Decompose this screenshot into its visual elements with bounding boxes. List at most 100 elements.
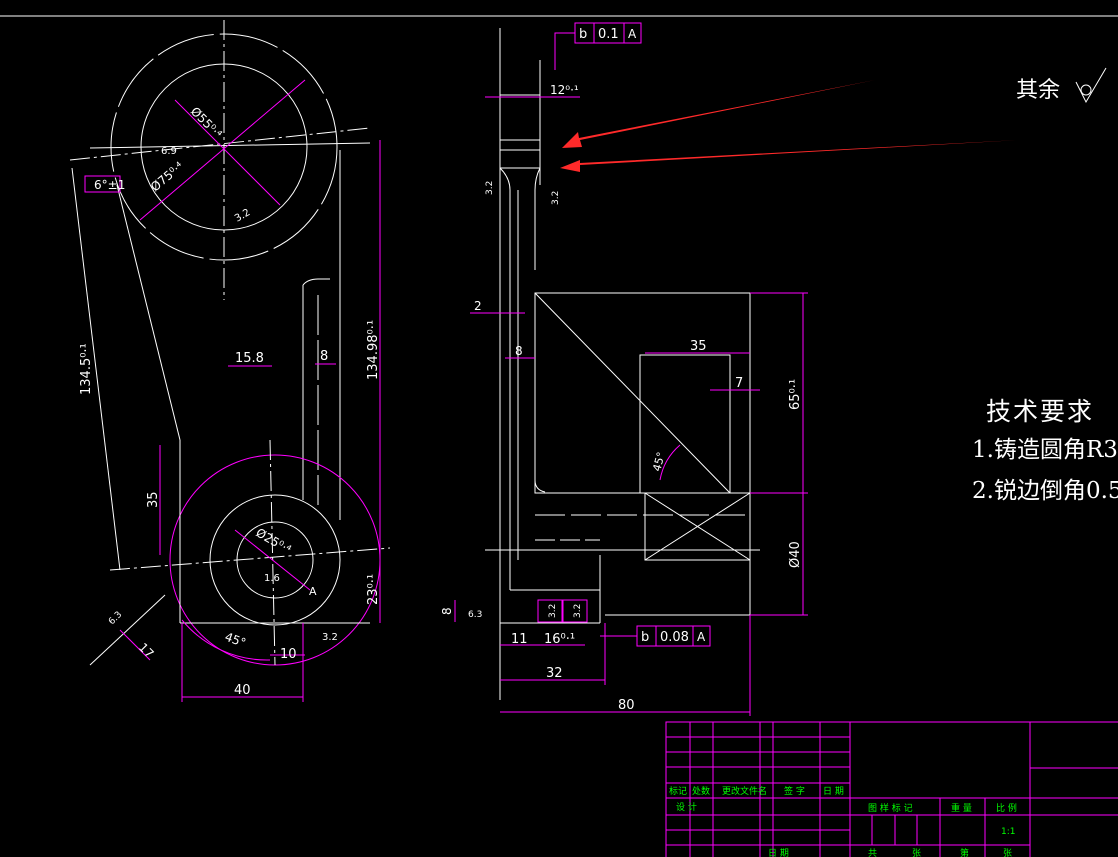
roughness-circle	[1080, 84, 1092, 96]
lbl-17: 17	[136, 640, 157, 661]
side-fillet	[534, 479, 546, 493]
tb-header-count: 处数	[692, 785, 710, 797]
tb-header-sign: 签 字	[784, 785, 805, 797]
lbl-134-98: 134.98⁰·¹	[366, 320, 381, 380]
lbl-65: 65⁰·¹	[788, 379, 803, 410]
side-neck	[499, 167, 541, 191]
tb-header-file: 更改文件名	[722, 785, 767, 797]
rest-roughness-symbol	[1075, 67, 1107, 104]
lbl-15-8: 15.8	[235, 351, 264, 366]
lbl-d75: Ø75⁰·⁴	[148, 159, 186, 194]
side-main-block	[534, 292, 751, 494]
arm-left-edge	[116, 184, 181, 441]
tb-total: 共	[868, 848, 877, 857]
lbl-datum-a: A	[309, 585, 317, 598]
lbl-16: 16⁰·¹	[544, 632, 575, 647]
tb-header-date: 日 期	[823, 786, 844, 797]
fcf-top-tolerance: 0.1	[598, 27, 619, 42]
tb-header-mark: 标记	[669, 785, 687, 797]
lbl-23: 23⁰·¹	[366, 574, 381, 605]
dim-line-17	[119, 629, 151, 661]
bottom-center-line-v	[269, 439, 276, 666]
lbl-11: 11	[511, 632, 528, 647]
lbl-d25: Ø25⁰·⁴	[254, 525, 294, 556]
lbl-45: 45°	[223, 630, 248, 650]
top-center-line-h2	[89, 142, 371, 149]
lbl-10: 10	[280, 647, 297, 662]
lbl-35: 35	[146, 491, 161, 508]
tb-weight: 重 量	[951, 802, 972, 814]
lbl-rough-top: 3.2	[233, 207, 252, 224]
dim-line-d55	[174, 99, 281, 206]
lbl-rough-left: 3.2	[485, 181, 495, 195]
tb-sheet-suffix: 张	[1003, 848, 1012, 857]
lbl-rough-6-3-side: 6.3	[468, 610, 482, 620]
lbl-7: 7	[735, 376, 743, 391]
lbl-12: 12⁰·¹	[550, 83, 579, 97]
title-block	[665, 721, 1118, 857]
tech-requirements-title: 技术要求	[986, 397, 1095, 426]
cross-2	[644, 492, 751, 561]
title-block-text: 标记 处数 更改文件名 签 字 日 期 设 计 图 样 标 记 重 量 比 例 …	[669, 785, 1017, 857]
tech-requirement-item-1: 1.铸造圆角R3~5	[972, 437, 1118, 463]
tb-sheet-no: 第	[960, 847, 969, 857]
lbl-2: 2	[474, 299, 482, 313]
side-top-boss	[499, 139, 541, 169]
side-view-text: b 0.1 A 12⁰·¹ 3.2 3.2 2 8 35 7 65⁰·¹ 45°…	[440, 27, 803, 713]
dim-arc-45	[181, 619, 271, 661]
side-view	[485, 28, 760, 700]
lbl-rough-a: 3.2	[548, 604, 558, 618]
rough-box-a	[537, 599, 563, 623]
dim-line-d25	[234, 529, 311, 591]
lbl-80: 80	[618, 698, 635, 713]
fcf-top-datum: A	[628, 27, 637, 41]
bottom-boss-outer-circle	[169, 454, 381, 666]
lbl-d55: Ø55⁰·⁴	[188, 104, 225, 141]
tech-requirement-item-2: 2.锐边倒角0.5x	[972, 478, 1118, 504]
dim-arc-45-side	[659, 444, 681, 481]
red-annotation-arrows	[560, 80, 1020, 172]
top-center-line-h	[69, 127, 371, 161]
fcf-top-leader	[554, 32, 575, 70]
box-6-deg	[84, 175, 121, 193]
side-view-dimensions	[454, 22, 808, 716]
lbl-40: 40	[234, 683, 251, 698]
arm-length-dim-line	[71, 167, 121, 571]
tb-scale-value: 1:1	[1001, 827, 1015, 837]
fcf-bottom-tolerance: 0.08	[660, 630, 689, 645]
lbl-6-deg: 6°±1	[94, 178, 125, 192]
bottom-center-line-h	[109, 547, 391, 571]
rough-box-b	[562, 599, 588, 623]
lbl-45-side: 45°	[650, 451, 668, 473]
lbl-1-6: 1.6	[264, 573, 280, 584]
lbl-rough-bottom: 3.2	[322, 632, 338, 643]
bottom-boss-mid-circle	[209, 494, 341, 626]
red-arrow-bottom	[560, 140, 1020, 172]
lbl-6-9: 6.9	[161, 146, 177, 157]
front-view-text: Ø55⁰·⁴ Ø75⁰·⁴ 6.9 3.2 6°±1 134.5⁰·¹ 15.8…	[79, 104, 381, 698]
arm-inner-fillet	[302, 278, 330, 286]
title-block-frame	[665, 721, 1118, 857]
tb-date: 日 期	[768, 848, 789, 857]
red-arrow-top	[562, 80, 875, 148]
tb-pattern-mark: 图 样 标 记	[868, 802, 913, 814]
lbl-rough-6-3: 6.3	[107, 610, 124, 627]
lbl-rough-b: 3.2	[573, 604, 583, 618]
front-view-dimensions	[84, 79, 381, 702]
front-view	[69, 20, 391, 666]
tb-design: 设 计	[676, 801, 697, 813]
lbl-rough-right: 3.2	[551, 191, 561, 205]
rest-roughness-label: 其余	[1016, 78, 1061, 103]
roughness-check-icon	[1075, 67, 1107, 104]
lbl-8-base: 8	[440, 607, 454, 615]
lbl-8-side: 8	[515, 344, 523, 358]
lbl-35-side: 35	[690, 339, 707, 354]
fcf-bottom-datum: A	[697, 630, 706, 644]
lbl-8: 8	[320, 349, 328, 364]
side-diagonal-45	[534, 292, 731, 494]
dim-line-d75	[139, 79, 306, 221]
lbl-d40: Ø40	[788, 541, 803, 568]
fcf-bottom-symbol: b	[641, 630, 649, 645]
tb-scale-label: 比 例	[996, 802, 1017, 814]
